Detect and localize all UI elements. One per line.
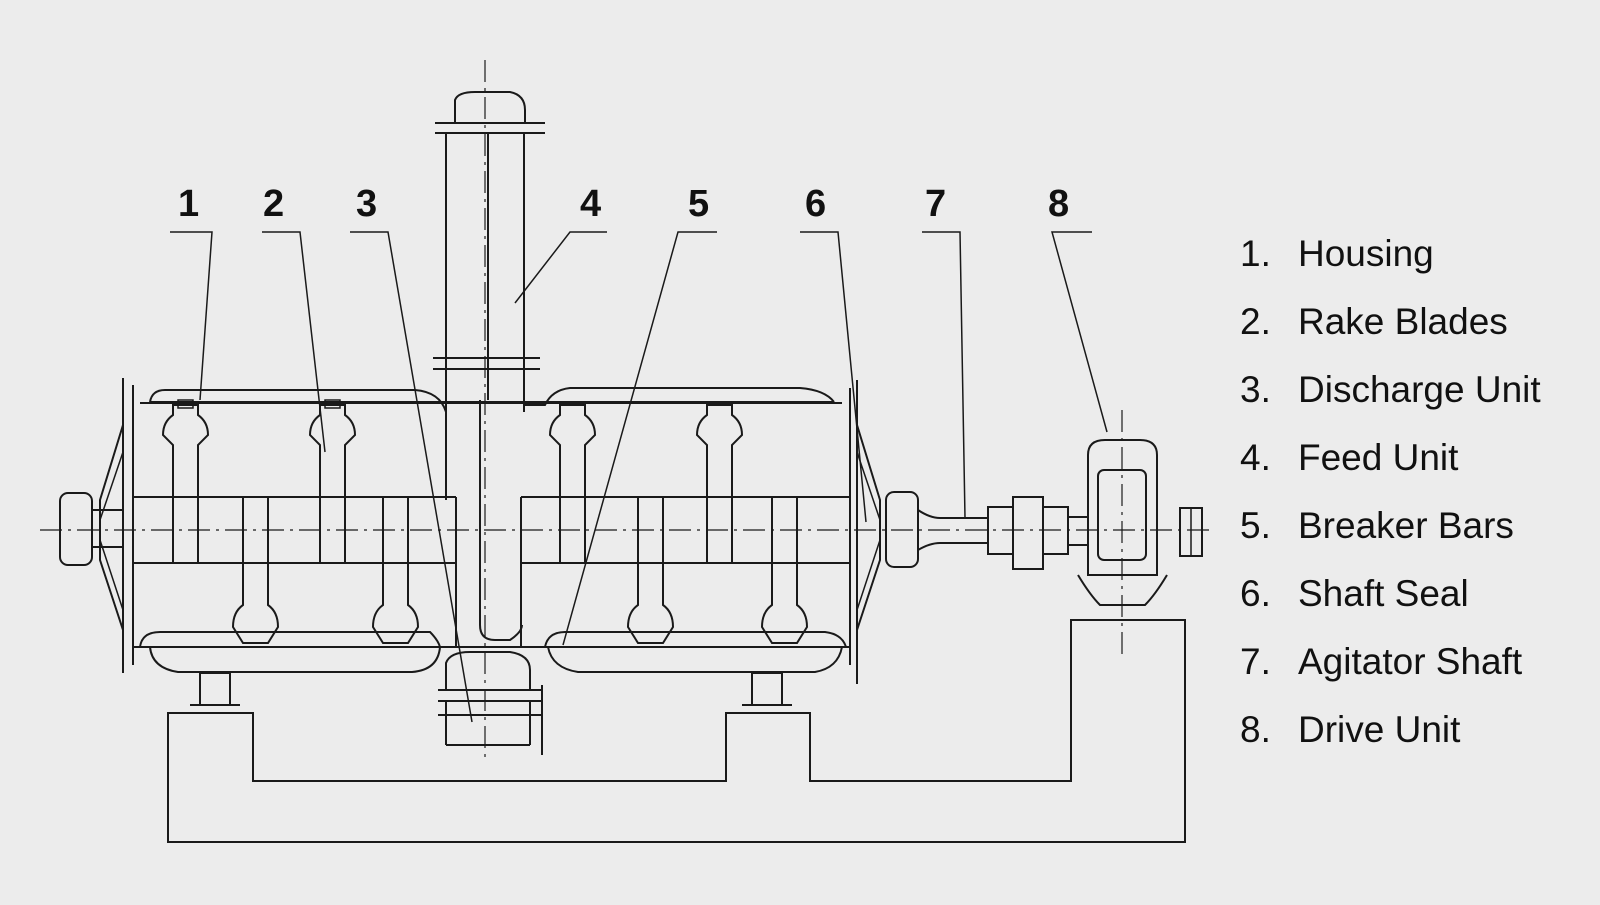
leader-line-7 [922,231,966,519]
legend-label: Rake Blades [1298,301,1508,342]
callout-5: 5 [688,183,709,225]
shaft-end-left [59,492,124,566]
callout-3: 3 [356,183,377,225]
legend-index: 5. [1240,505,1271,546]
legend-item-shaft-seal: 6. Shaft Seal [1240,572,1541,640]
legend-label: Discharge Unit [1298,369,1541,410]
rake-blades [161,399,809,644]
legend-label: Feed Unit [1298,437,1459,478]
callout-numbers: 1 2 3 4 5 6 7 8 [178,183,1069,225]
legend-label: Agitator Shaft [1298,641,1523,682]
callout-6: 6 [805,183,826,225]
leader-line-1 [170,231,213,401]
base-frame [167,619,1186,843]
legend-label: Breaker Bars [1298,505,1514,546]
leader-line-5 [562,231,717,646]
callout-2: 2 [263,183,284,225]
legend-label: Shaft Seal [1298,573,1469,614]
legend-index: 3. [1240,369,1271,410]
callout-1: 1 [178,183,199,225]
leader-line-3 [350,231,473,723]
agitator-shaft [917,496,1089,570]
legend-index: 7. [1240,641,1271,682]
callout-7: 7 [925,183,946,225]
legend-item-drive-unit: 8. Drive Unit [1240,708,1541,776]
legend-item-feed-unit: 4. Feed Unit [1240,436,1541,504]
legend-item-discharge-unit: 3. Discharge Unit [1240,368,1541,436]
legend-item-housing: 1. Housing [1240,232,1541,300]
discharge-unit [438,651,543,755]
callout-8: 8 [1048,183,1069,225]
callout-4: 4 [580,183,601,225]
center-lines [40,60,1215,760]
breaker-bars [455,400,523,647]
legend-label: Housing [1298,233,1434,274]
support-foot-right [742,672,792,706]
leader-line-8 [1051,231,1108,433]
housing [99,378,881,684]
leader-line-2 [262,231,326,453]
parts-legend: 1. Housing 2. Rake Blades 3. Discharge Unit… [1240,232,1541,776]
legend-label: Drive Unit [1298,709,1461,750]
legend-index: 4. [1240,437,1271,478]
leader-line-6 [800,231,867,523]
feed-unit [433,91,545,412]
legend-index: 6. [1240,573,1271,614]
shaft-seal [885,491,919,568]
legend-item-agitator-shaft: 7. Agitator Shaft [1240,640,1541,708]
leader-lines [170,231,1108,723]
drive-unit [1077,439,1203,606]
legend-item-rake-blades: 2. Rake Blades [1240,300,1541,368]
legend-index: 2. [1240,301,1271,342]
leader-line-4 [514,231,607,304]
support-foot-left [190,672,240,706]
legend-index: 1. [1240,233,1271,274]
legend-item-breaker-bars: 5. Breaker Bars [1240,504,1541,572]
legend-index: 8. [1240,709,1271,750]
